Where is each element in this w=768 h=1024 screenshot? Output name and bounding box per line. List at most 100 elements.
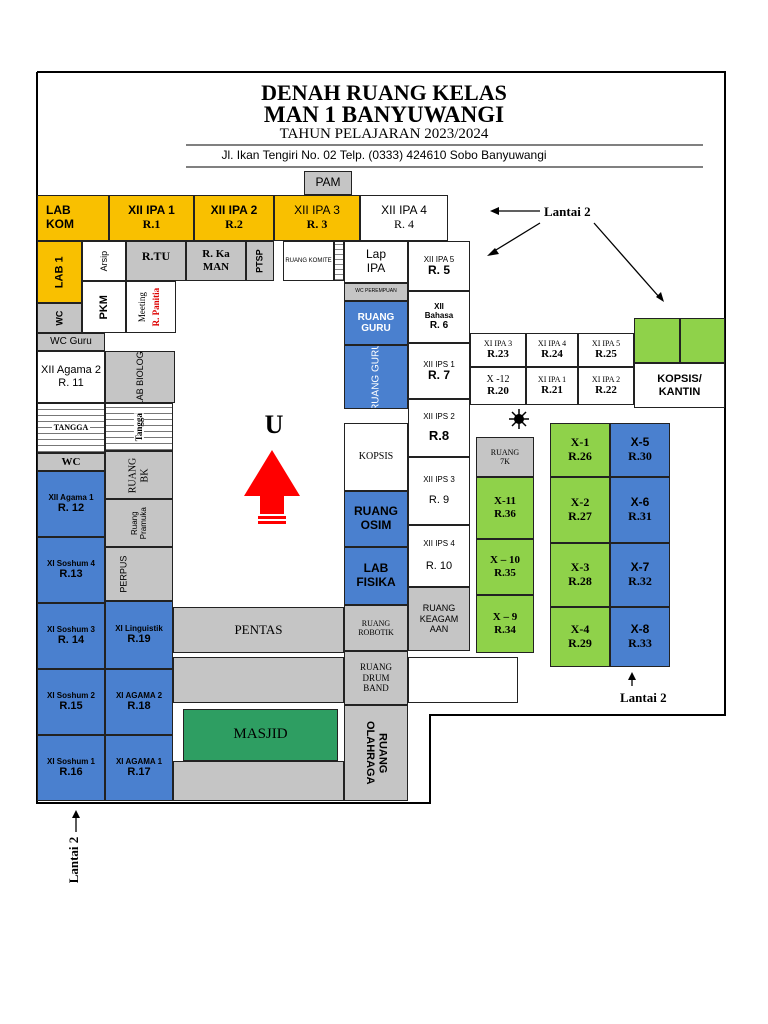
room-number: R.36 bbox=[494, 508, 516, 520]
room-number: R.13 bbox=[59, 568, 83, 581]
mosque-yard bbox=[173, 761, 344, 801]
room-kopsis-kantin: KOPSIS/KANTIN bbox=[634, 363, 725, 408]
open-area-white bbox=[408, 657, 518, 703]
room-number: R.15 bbox=[59, 700, 83, 713]
room-number: R. 14 bbox=[57, 634, 85, 647]
room-label: Arsip bbox=[98, 250, 109, 272]
lantai2-right-label: Lantai 2 bbox=[620, 690, 667, 705]
room-label: X-1 bbox=[570, 435, 590, 450]
room-label: XI Soshum 2 bbox=[46, 691, 95, 701]
room-pentas: PENTAS bbox=[173, 607, 344, 653]
room-label: PTSP bbox=[254, 249, 265, 273]
room-lab-kom: LAB KOM bbox=[37, 195, 109, 241]
room-masjid: MASJID bbox=[183, 709, 338, 761]
room-ruang-osim: RUANG OSIM bbox=[344, 491, 408, 547]
room-rkaman: R. Ka MAN bbox=[186, 241, 246, 281]
room-ruang-7k: RUANG 7K bbox=[476, 437, 534, 477]
room-label: Ruang Pramuka bbox=[129, 507, 148, 540]
room-label: LAB FISIKA bbox=[356, 561, 396, 589]
room-label: LAB 1 bbox=[53, 256, 66, 288]
room-label: RUANG KOMITE bbox=[285, 257, 332, 264]
room-wc-left: WC bbox=[37, 303, 82, 333]
room-label: RUANG DRUM BAND bbox=[359, 662, 392, 694]
room-number: R. 9 bbox=[428, 494, 450, 507]
room-label: X -12 bbox=[486, 373, 510, 385]
room-label: KOPSIS bbox=[358, 451, 394, 463]
room-tangga-1: TANGGA bbox=[37, 403, 105, 453]
room-label: XI Linguistik bbox=[115, 624, 163, 634]
room-number: R.21 bbox=[541, 384, 563, 397]
room-ruang-guru: RUANG GURU bbox=[344, 301, 408, 345]
room-label: KOPSIS/ bbox=[657, 372, 702, 385]
open-area-gray bbox=[173, 657, 344, 703]
room-wc-guru: WC Guru bbox=[37, 333, 105, 351]
room-label: XI AGAMA 1 bbox=[115, 757, 163, 767]
room-number: R.32 bbox=[628, 574, 652, 588]
year-label: TAHUN PELAJARAN 2023/2024 bbox=[279, 126, 489, 142]
room-label: XII IPA 4 bbox=[381, 203, 427, 218]
room-label: XI IPA 2 bbox=[591, 375, 621, 385]
room-drum-band: RUANG DRUM BAND bbox=[344, 651, 408, 705]
room-number: R. 11 bbox=[58, 377, 84, 389]
room-label: LAB KOM bbox=[46, 203, 74, 231]
room-number: R. 7 bbox=[427, 367, 450, 382]
room-number: R. 6 bbox=[429, 320, 449, 332]
room-number: R.30 bbox=[628, 449, 652, 463]
room-number: R.28 bbox=[568, 574, 592, 588]
room-number: R.22 bbox=[595, 384, 617, 397]
title-line1: DENAH RUANG KELAS bbox=[261, 80, 507, 105]
room-number: R.24 bbox=[541, 348, 563, 361]
room-label: XII IPS 4 bbox=[423, 539, 455, 549]
room-number: R.31 bbox=[628, 509, 652, 523]
room-ruang-guru-2: RUANG GURU bbox=[344, 345, 408, 409]
room-number: R. 4 bbox=[393, 217, 414, 231]
room-label: XI AGAMA 2 bbox=[115, 691, 163, 701]
room-komite: RUANG KOMITE bbox=[283, 241, 334, 281]
room-label: X-11 bbox=[494, 495, 516, 508]
room-label: TANGGA bbox=[51, 423, 91, 433]
room-number: R. 3 bbox=[306, 217, 328, 231]
room-label: X-5 bbox=[630, 435, 650, 450]
room-number: R.16 bbox=[59, 766, 83, 779]
room-label: RUANG OSIM bbox=[354, 504, 398, 532]
room-label: WC Guru bbox=[50, 336, 92, 348]
room-label: XII IPS 1 bbox=[423, 359, 455, 369]
room-label: Meeting bbox=[136, 292, 147, 322]
room-number: R.29 bbox=[568, 636, 592, 650]
room-number: R.20 bbox=[487, 385, 509, 398]
sun-icon bbox=[509, 409, 529, 429]
room-label: KANTIN bbox=[658, 385, 701, 398]
room-number: R. 10 bbox=[425, 560, 453, 573]
room-label: XII IPA 1 bbox=[128, 203, 175, 218]
room-ruang-olahraga: RUANG OLAHRAGA bbox=[344, 705, 408, 801]
room-label: RUANG OLAHRAGA bbox=[364, 721, 389, 785]
room-ptsp: PTSP bbox=[246, 241, 274, 281]
room-label: X-6 bbox=[630, 495, 650, 510]
room-number: R.26 bbox=[568, 449, 592, 463]
room-lab1: LAB 1 bbox=[37, 241, 82, 303]
room-wc-2: WC bbox=[37, 453, 105, 471]
room-label: XII IPA 3 bbox=[294, 203, 340, 218]
room-label: XI IPA 1 bbox=[537, 375, 567, 385]
room-label: RUANG GURU bbox=[370, 345, 382, 409]
room-label: WC bbox=[54, 310, 65, 326]
